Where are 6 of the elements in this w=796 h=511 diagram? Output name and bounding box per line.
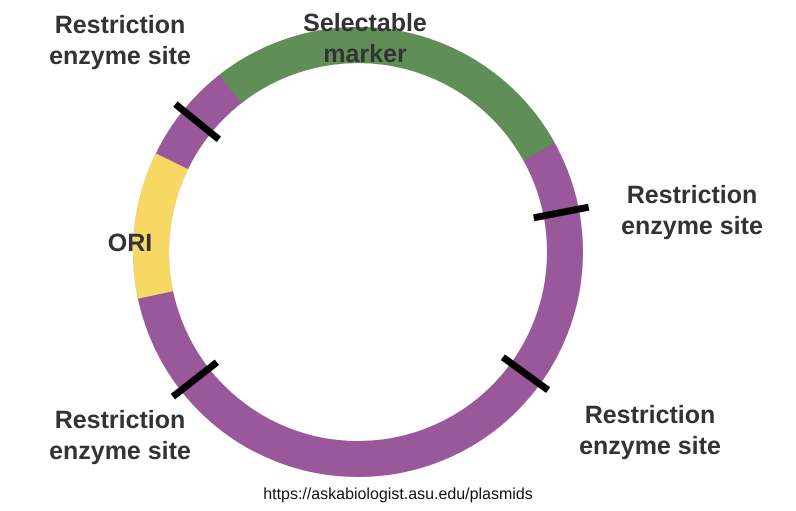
site-label: Restriction enzyme site: [48, 405, 192, 467]
site-label: Restriction enzyme site: [48, 10, 192, 72]
source-url: https://askabiologist.asu.edu/plasmids: [263, 486, 533, 503]
gene-label: Selectable marker: [302, 8, 428, 70]
site-label: Restriction enzyme site: [578, 400, 722, 462]
site-label: Restriction enzyme site: [620, 180, 764, 242]
